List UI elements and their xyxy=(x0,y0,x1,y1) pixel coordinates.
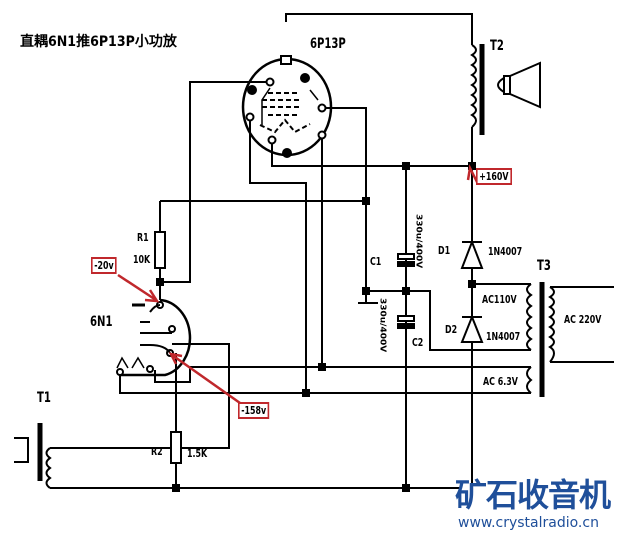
annotation-6n1-plate: -20v xyxy=(91,257,117,274)
watermark-url: www.crystalradio.cn xyxy=(458,515,599,531)
label-ac110v: AC110V xyxy=(482,293,517,306)
transformer-t3-symbol xyxy=(526,282,555,397)
label-c2: C2 xyxy=(412,336,424,349)
speaker-icon xyxy=(497,61,541,109)
tube-6n1-symbol xyxy=(116,298,192,377)
label-t1: T1 xyxy=(37,390,51,406)
capacitor-c1-symbol xyxy=(397,253,415,267)
capacitor-c2-symbol xyxy=(397,315,415,329)
watermark-logo: 矿石收音机 xyxy=(455,476,611,514)
label-d2-part: 1N4007 xyxy=(486,330,521,343)
label-r2: R2 xyxy=(151,445,163,458)
label-c1: C1 xyxy=(370,255,382,268)
resistor-r2-symbol xyxy=(170,431,182,464)
diode-d2-symbol xyxy=(460,314,484,343)
label-6p13p: 6P13P xyxy=(310,36,346,52)
annotation-6n1-cathode: -158v xyxy=(238,402,270,419)
label-c2-value: 330u/400V xyxy=(378,298,387,353)
label-ac220v: AC 220V xyxy=(564,313,602,326)
junction-dots xyxy=(156,162,476,492)
label-c1-value: 330u/400V xyxy=(414,214,423,269)
diagram-title: 直耦6N1推6P13P小功放 xyxy=(20,34,177,50)
annotation-arrows xyxy=(117,164,480,405)
label-6n1: 6N1 xyxy=(90,314,113,330)
annotation-b-plus: +160V xyxy=(476,168,512,185)
label-r2-value: 1.5K xyxy=(187,447,208,460)
resistor-r1-symbol xyxy=(154,231,166,269)
label-r1-value: 10K xyxy=(133,253,151,266)
transformer-t2-symbol xyxy=(470,44,485,135)
label-t3: T3 xyxy=(537,258,551,274)
label-d1-part: 1N4007 xyxy=(488,245,523,258)
label-d1: D1 xyxy=(438,244,451,257)
label-d2: D2 xyxy=(445,323,458,336)
label-ac6v3: AC 6.3V xyxy=(483,375,518,388)
label-r1: R1 xyxy=(137,231,149,244)
tube-6p13p-symbol xyxy=(241,55,333,158)
diode-d1-symbol xyxy=(460,239,484,269)
transformer-t1-symbol xyxy=(14,423,52,489)
wires xyxy=(50,13,614,489)
label-t2: T2 xyxy=(490,38,504,54)
